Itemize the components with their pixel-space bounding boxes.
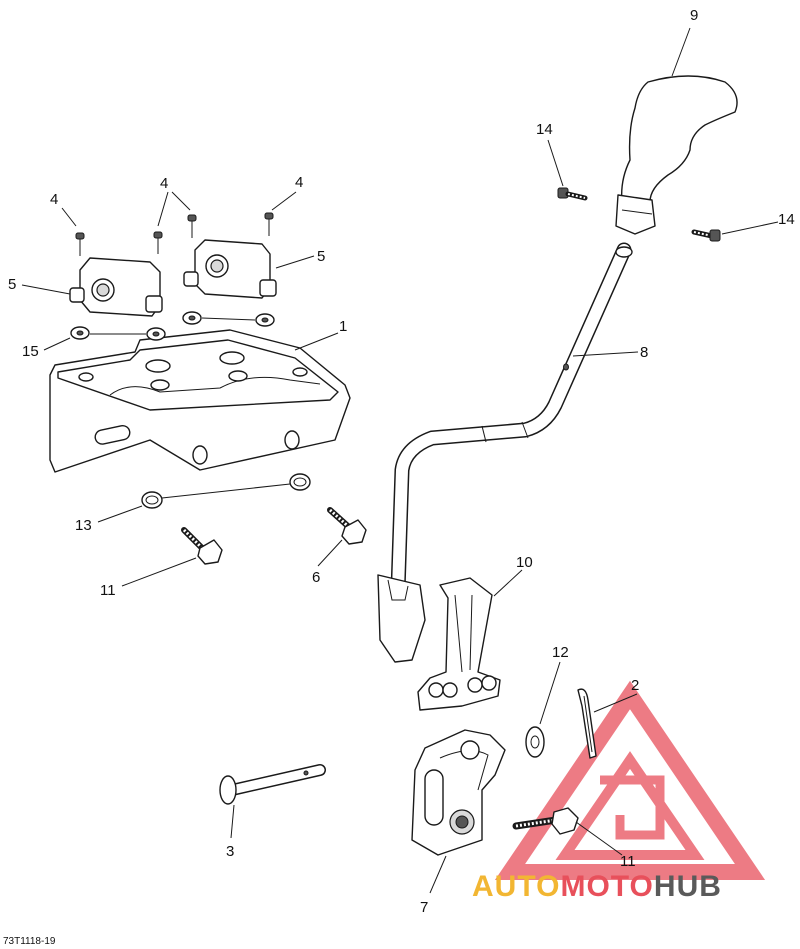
- part-11-bolt-right: [512, 807, 579, 835]
- watermark-text-moto: MOTO: [560, 870, 653, 903]
- part-1-bracket: [49, 329, 351, 473]
- callout-11a: 11: [100, 582, 116, 599]
- callout-5a: 5: [8, 276, 16, 293]
- part-8-shift-lever: [377, 242, 633, 663]
- figure-code: 73T1118-19: [3, 936, 56, 947]
- part-15-nuts: [70, 311, 275, 341]
- watermark-text-auto: AUTO: [472, 870, 560, 903]
- watermark-text: AUTOMOTOHUB: [472, 870, 722, 903]
- part-4-screws: [75, 212, 274, 256]
- part-10-link: [417, 577, 501, 711]
- callout-9: 9: [690, 7, 698, 24]
- callout-6: 6: [312, 569, 320, 586]
- part-7-selector-block: [411, 729, 506, 856]
- watermark-text-hub: HUB: [654, 870, 722, 903]
- part-5-pivot-block-right: [183, 239, 277, 299]
- callout-13: 13: [75, 517, 92, 534]
- part-14-screw-left: [557, 187, 588, 201]
- part-13-washers: [141, 473, 311, 509]
- callout-3: 3: [226, 843, 234, 860]
- callout-15: 15: [22, 343, 39, 360]
- part-12-washer: [525, 726, 545, 758]
- leader-lines: [21, 27, 779, 894]
- screw-4d: [264, 212, 274, 236]
- callout-8: 8: [640, 344, 648, 361]
- part-2-cotter-pin: [577, 688, 597, 759]
- watermark-triangle-outer: [494, 680, 766, 880]
- callout-14a: 14: [536, 121, 553, 138]
- part-14-screw-right: [691, 229, 721, 242]
- callout-12: 12: [552, 644, 569, 661]
- part-5-pivot-block-left: [69, 257, 163, 317]
- watermark-logo: [494, 680, 766, 880]
- callout-14b: 14: [778, 211, 795, 228]
- callout-7: 7: [420, 899, 428, 916]
- screw-4b: [153, 231, 163, 254]
- callout-11b: 11: [620, 853, 636, 870]
- callout-2: 2: [631, 677, 639, 694]
- callout-10: 10: [516, 554, 533, 571]
- callout-4c: 4: [295, 174, 303, 191]
- callout-4b: 4: [160, 175, 168, 192]
- part-6-bolt: [327, 507, 367, 545]
- callout-4a: 4: [50, 191, 58, 208]
- screw-4a: [75, 232, 85, 256]
- callout-5b: 5: [317, 248, 325, 265]
- callout-labels: 1 2 3 4 4 4 5 5 6 7 8 9 10 11 11 12 13 1…: [8, 7, 795, 916]
- callout-1: 1: [339, 318, 347, 335]
- part-9-shift-knob: [615, 75, 738, 235]
- screw-4c: [187, 214, 197, 238]
- part-11-bolt-left: [181, 527, 223, 565]
- part-3-clevis-pin: [219, 764, 326, 805]
- watermark-g-stroke: [600, 775, 665, 840]
